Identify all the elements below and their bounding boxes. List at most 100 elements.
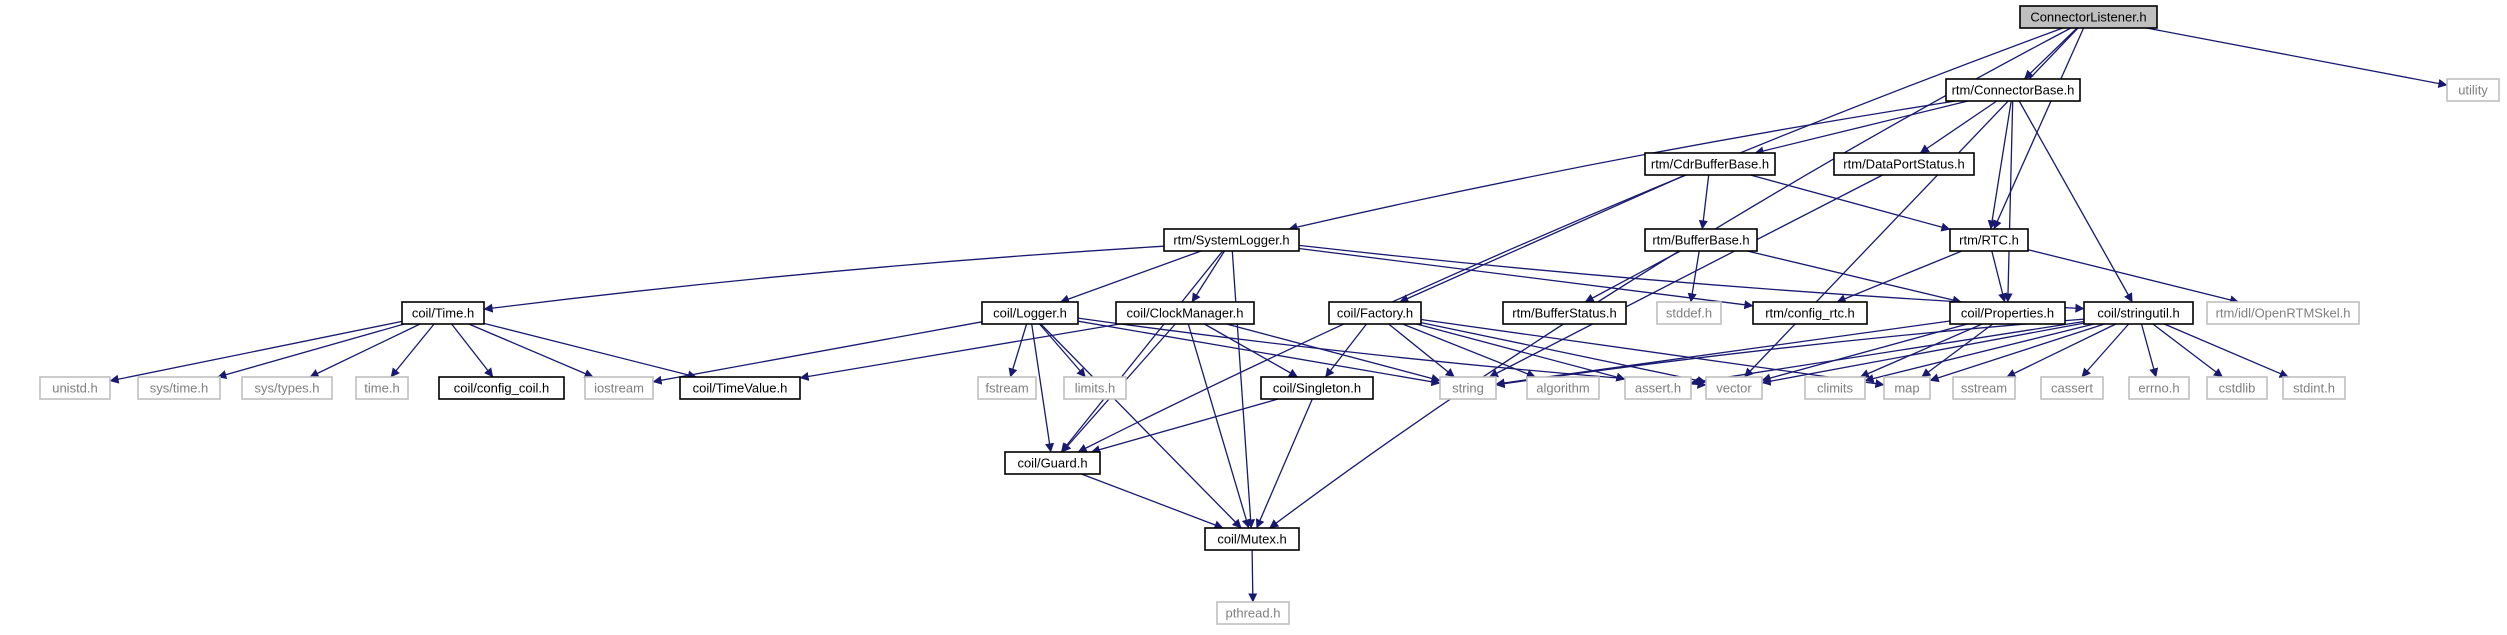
edge-root-to-vector <box>1744 27 2079 378</box>
node-cdrbufferbase-label: rtm/CdrBufferBase.h <box>1651 157 1769 172</box>
node-time-box <box>401 301 485 325</box>
edge-rtc-to-properties <box>1991 250 2008 303</box>
edge-cdrbufferbase-to-rtc <box>1750 174 1951 232</box>
node-sstream-label: sstream <box>1961 381 2007 396</box>
node-mutex-label: coil/Mutex.h <box>1217 532 1286 547</box>
node-stdint-label: stdint.h <box>2293 381 2335 396</box>
edge-time-to-configcoil <box>451 323 494 378</box>
node-pthread: pthread.h <box>1216 601 1290 625</box>
node-iostream: iostream <box>584 376 654 400</box>
node-errno: errno.h <box>2128 376 2190 400</box>
edge-stringutil-to-map <box>1929 323 2105 383</box>
node-iostream-label: iostream <box>594 381 644 396</box>
node-vector-label: vector <box>1716 381 1752 396</box>
node-openrtmskel-label: rtm/idl/OpenRTMSkel.h <box>2216 306 2351 321</box>
node-sstream-box <box>1952 376 2016 400</box>
node-configrtc-box <box>1752 301 1868 325</box>
node-asserth: assert.h <box>1624 376 1692 400</box>
node-cdrbufferbase-box <box>1644 152 1776 176</box>
node-configrtc[interactable]: rtm/config_rtc.h <box>1752 301 1868 325</box>
edge-logger-to-fstream <box>1008 323 1028 378</box>
edge-rtc-to-configrtc <box>1836 250 1963 303</box>
edge-stringutil-to-cstdlib <box>2152 323 2223 378</box>
node-fstream-box <box>977 376 1037 400</box>
edge-connectorbase-to-systemlogger <box>1288 100 1956 232</box>
edge-factory-to-algorithm <box>1402 323 1536 379</box>
node-guard[interactable]: coil/Guard.h <box>1004 451 1101 475</box>
node-clockmanager[interactable]: coil/ClockManager.h <box>1115 301 1255 325</box>
edge-factory-to-string <box>1388 323 1455 378</box>
node-factory-box <box>1328 301 1422 325</box>
node-vector: vector <box>1705 376 1763 400</box>
node-cstdlib-label: cstdlib <box>2219 381 2256 396</box>
node-systemlogger-label: rtm/SystemLogger.h <box>1173 233 1289 248</box>
node-algorithm-label: algorithm <box>1536 381 1589 396</box>
node-dataportstatus[interactable]: rtm/DataPortStatus.h <box>1833 152 1975 176</box>
edge-singleton-to-guard <box>1090 398 1279 455</box>
edge-systemlogger-to-configrtc <box>1298 247 1754 310</box>
node-cassert-label: cassert <box>2051 381 2093 396</box>
node-stringutil[interactable]: coil/stringutil.h <box>2083 301 2194 325</box>
node-properties[interactable]: coil/Properties.h <box>1949 301 2066 325</box>
node-configcoil[interactable]: coil/config_coil.h <box>438 376 565 400</box>
edge-factory-to-asserth <box>1416 323 1626 382</box>
node-climits-box <box>1804 376 1866 400</box>
edge-time-to-systypes <box>309 323 421 378</box>
edge-stringutil-to-string <box>1495 318 2085 389</box>
node-cstdlib: cstdlib <box>2206 376 2268 400</box>
edge-root-to-utility <box>2146 27 2448 88</box>
node-systypes-box <box>241 376 333 400</box>
edge-root-to-guard <box>1077 27 2064 453</box>
edge-logger-to-iostream <box>652 321 983 385</box>
node-timevalue-box <box>679 376 801 400</box>
edge-stringutil-to-vector <box>1761 322 2085 386</box>
node-guard-label: coil/Guard.h <box>1017 456 1087 471</box>
edge-clockmanager-to-timevalue <box>799 323 1120 381</box>
node-vector-box <box>1705 376 1763 400</box>
edge-connectorbase-to-dataportstatus <box>1919 100 1998 154</box>
node-dataportstatus-box <box>1833 152 1975 176</box>
node-bufferbase[interactable]: rtm/BufferBase.h <box>1644 228 1758 252</box>
node-limits: limits.h <box>1063 376 1127 400</box>
node-pthread-label: pthread.h <box>1226 606 1281 621</box>
node-factory[interactable]: coil/Factory.h <box>1328 301 1422 325</box>
edge-mutex-to-pthread <box>1248 549 1258 603</box>
edge-factory-to-vector <box>1420 321 1707 385</box>
node-stdint: stdint.h <box>2282 376 2346 400</box>
node-bufferstatus[interactable]: rtm/BufferStatus.h <box>1502 301 1627 325</box>
node-mutex[interactable]: coil/Mutex.h <box>1204 527 1300 551</box>
node-rtc[interactable]: rtm/RTC.h <box>1949 228 2029 252</box>
node-rtc-box <box>1949 228 2029 252</box>
node-singleton[interactable]: coil/Singleton.h <box>1260 376 1374 400</box>
node-openrtmskel-box <box>2206 301 2360 325</box>
node-logger[interactable]: coil/Logger.h <box>981 301 1079 325</box>
edge-time-to-timeh <box>390 323 435 378</box>
node-timevalue[interactable]: coil/TimeValue.h <box>679 376 801 400</box>
node-stdint-box <box>2282 376 2346 400</box>
edge-systemlogger-to-guard <box>1060 250 1224 453</box>
edge-dataportstatus-to-string <box>1488 174 1883 378</box>
edge-systemlogger-to-mutex <box>1231 250 1256 529</box>
node-root[interactable]: ConnectorListener.h <box>2019 5 2158 29</box>
node-unistd-label: unistd.h <box>52 381 98 396</box>
edge-connectorbase-to-rtc <box>1987 100 2012 230</box>
edge-bufferbase-to-stddef <box>1687 250 1700 303</box>
node-string-box <box>1439 376 1497 400</box>
nodes-layer: ConnectorListener.hutilityrtm/ConnectorB… <box>39 5 2500 625</box>
node-cstdlib-box <box>2206 376 2268 400</box>
edge-properties-to-map <box>1921 323 1994 378</box>
node-systypes-label: sys/types.h <box>254 381 319 396</box>
node-dataportstatus-label: rtm/DataPortStatus.h <box>1843 157 1964 172</box>
node-cdrbufferbase[interactable]: rtm/CdrBufferBase.h <box>1644 152 1776 176</box>
node-unistd: unistd.h <box>39 376 111 400</box>
node-stddef-box <box>1656 301 1722 325</box>
node-errno-box <box>2128 376 2190 400</box>
node-time[interactable]: coil/Time.h <box>401 301 485 325</box>
node-bufferbase-box <box>1644 228 1758 252</box>
node-timeh-label: time.h <box>364 381 399 396</box>
node-systemlogger[interactable]: rtm/SystemLogger.h <box>1163 228 1300 252</box>
edge-logger-to-limits <box>1039 323 1086 378</box>
node-connectorbase[interactable]: rtm/ConnectorBase.h <box>1945 78 2081 102</box>
node-stringutil-box <box>2083 301 2194 325</box>
